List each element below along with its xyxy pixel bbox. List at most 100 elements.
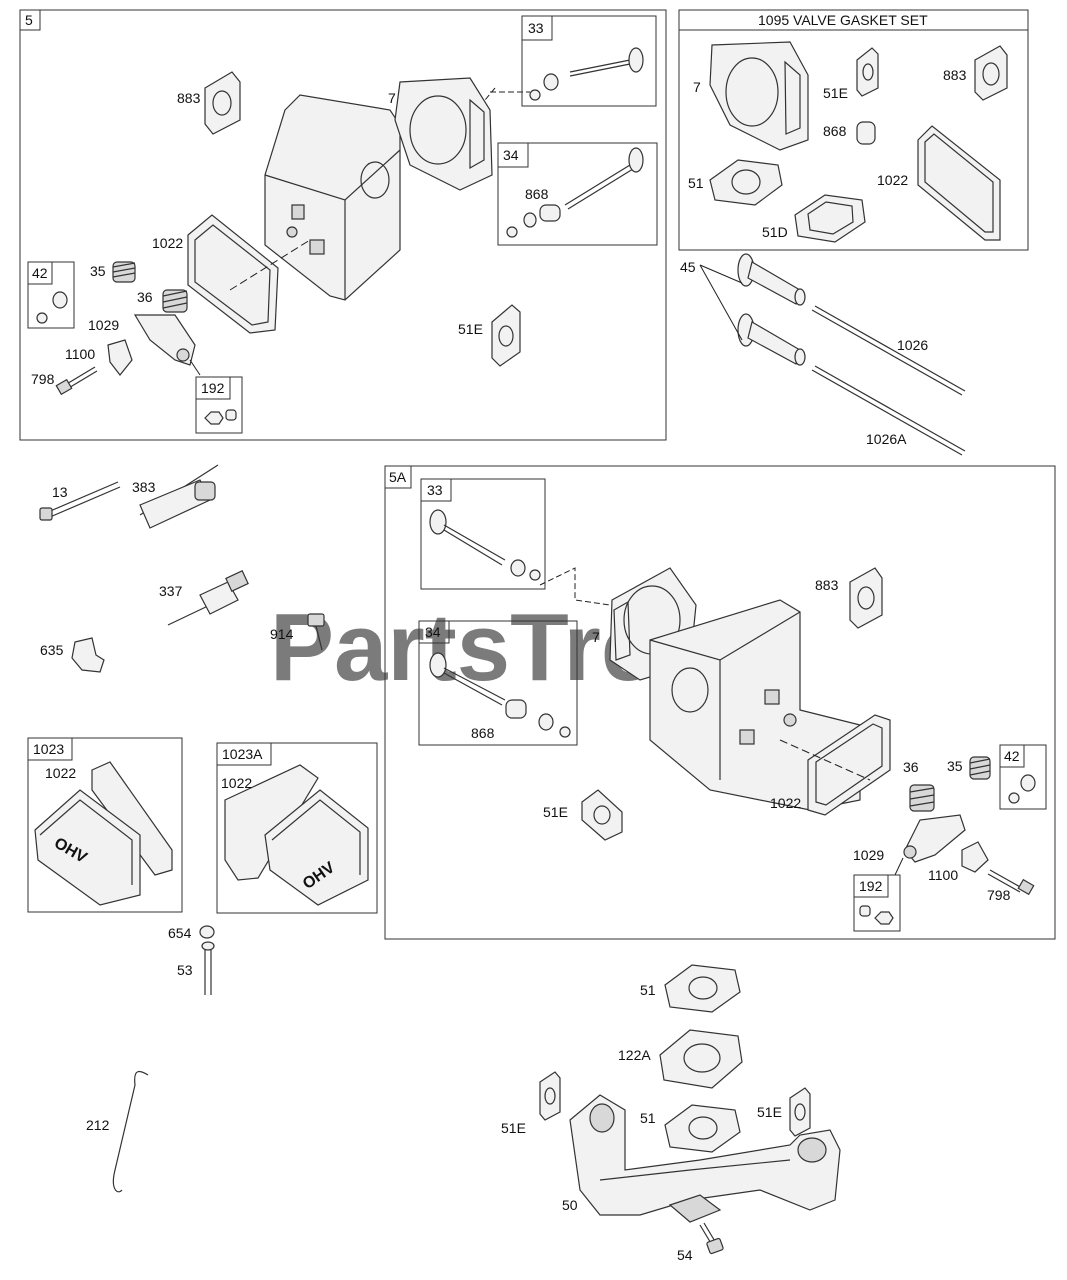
gasket-51e-top: [491, 304, 521, 367]
label-868-set: 868: [823, 123, 847, 139]
box-33-top-tag: [521, 15, 553, 41]
label-337: 337: [159, 583, 183, 599]
box-42-5a-tag: [999, 744, 1025, 768]
label-883-set: 883: [943, 67, 967, 83]
label-868-top: 868: [525, 186, 549, 202]
spring-35-5a: [969, 756, 991, 780]
gasket-51e-set: [856, 47, 879, 97]
box-1023a-tag: [216, 742, 272, 766]
label-box-33-5a: 33: [427, 482, 443, 498]
tappet-45-b: [737, 313, 806, 366]
label-883-5a: 883: [815, 577, 839, 593]
guide-plate-1100-5a: [961, 841, 989, 873]
label-51d-set: 51D: [762, 224, 788, 240]
label-51e-5a: 51E: [543, 804, 568, 820]
label-box-192-5a: 192: [859, 878, 883, 894]
label-1100-5a: 1100: [928, 867, 958, 883]
bolt-54: [699, 1222, 724, 1255]
assembly-5-tag: [19, 9, 41, 31]
plate-122a: [659, 1029, 743, 1089]
label-50: 50: [562, 1197, 578, 1213]
label-box-192-top: 192: [201, 380, 225, 396]
screw-192-5a: [859, 905, 871, 917]
valve-34-top: [506, 147, 644, 238]
label-54: 54: [677, 1247, 693, 1263]
box-42-top-tag: [27, 261, 53, 285]
gasket-51e-exhaust-left: [539, 1071, 561, 1121]
assembly-5a-tag: [384, 465, 412, 489]
misc-parts: 13 383 337 914 635: [39, 464, 325, 673]
cover-1023a: 1023A OHV 1022: [216, 742, 378, 914]
label-51e-exhaust-right: 51E: [757, 1104, 782, 1120]
assembly-5a: 5A 33 34 868 7: [384, 465, 1056, 940]
label-51e-exhaust-left: 51E: [501, 1120, 526, 1136]
box-1023a: [216, 742, 378, 914]
box-34-top: [497, 142, 658, 246]
box-34-top-tag: [497, 142, 529, 168]
label-51e-top: 51E: [458, 321, 483, 337]
head-gasket-7-set: [709, 41, 809, 151]
assembly-5a-frame: [384, 465, 1056, 940]
manifold-50: [569, 1094, 841, 1223]
label-51-exhaust-top: 51: [640, 982, 656, 998]
spring-35-top: [112, 261, 136, 283]
label-35-top: 35: [90, 263, 106, 279]
cylinder-head-top: [264, 94, 401, 301]
label-box-1023: 1023: [33, 741, 64, 757]
tappets-pushrods: 45 1026 1026A: [680, 253, 966, 456]
label-7-top: 7: [388, 90, 396, 106]
gasket-51-bottom-exhaust: [664, 1104, 741, 1153]
nut-192-top: [204, 411, 224, 425]
label-212: 212: [86, 1117, 110, 1133]
label-box-34-5a: 34: [425, 624, 441, 640]
label-51-exhaust-bottom: 51: [640, 1110, 656, 1126]
gasket-set-title: 1095 VALVE GASKET SET: [758, 12, 928, 28]
link-212: [112, 1070, 149, 1193]
spring-36-top: [162, 289, 188, 313]
gasket-51-set: [709, 159, 783, 206]
box-1023: [27, 737, 183, 913]
cover-gasket-1022-top: [187, 214, 279, 334]
cover-gasket-1022-5a: [807, 714, 891, 816]
assembly-5: 5 883 7 33: [19, 9, 667, 441]
label-868-5a: 868: [471, 725, 495, 741]
label-36-top: 36: [137, 289, 153, 305]
box-33-5a-tag: [420, 478, 452, 502]
box-33-5a: [420, 478, 546, 590]
label-883-top: 883: [177, 90, 201, 106]
nut-192-5a: [874, 911, 894, 925]
assembly-5-label: 5: [25, 12, 33, 28]
assembly-5a-label: 5A: [389, 469, 407, 485]
elbow-635: [71, 637, 105, 673]
guide-plate-1100-top: [107, 339, 133, 376]
cover-1023: 1023 OHV 1022: [27, 737, 183, 913]
washer-654: [199, 925, 215, 939]
label-45: 45: [680, 259, 696, 275]
box-192-top-tag: [195, 376, 231, 400]
label-box-33-top: 33: [528, 20, 544, 36]
label-box-1023a: 1023A: [222, 746, 263, 762]
bolt-798-top: [55, 366, 98, 396]
keeper-42-top: [36, 312, 48, 324]
gasket-51d-set: [794, 194, 866, 243]
breather-tube-383: [139, 464, 219, 529]
bolt-798-5a: [987, 869, 1035, 896]
gasket-1022-set: [917, 125, 1001, 241]
label-1022-set: 1022: [877, 172, 908, 188]
label-1026a: 1026A: [866, 431, 907, 447]
valve-33-5a: [429, 509, 541, 581]
keeper-42-5a: [1008, 792, 1020, 804]
valve-34-5a: [429, 652, 571, 738]
label-1022-cover-a: 1022: [45, 765, 76, 781]
spark-plug-337: [167, 570, 249, 626]
spring-36-5a: [909, 784, 935, 812]
label-1022-5a: 1022: [770, 795, 801, 811]
exhaust-manifold: 51 122A 51 51E 51E 50: [501, 964, 841, 1263]
label-1022-cover-b: 1022: [221, 775, 252, 791]
gasket-883-set: [974, 45, 1008, 101]
box-1023-tag: [27, 737, 73, 761]
label-box-42-5a: 42: [1004, 748, 1020, 764]
stud-53: [204, 945, 212, 995]
head-gasket-7-top: [394, 77, 493, 191]
